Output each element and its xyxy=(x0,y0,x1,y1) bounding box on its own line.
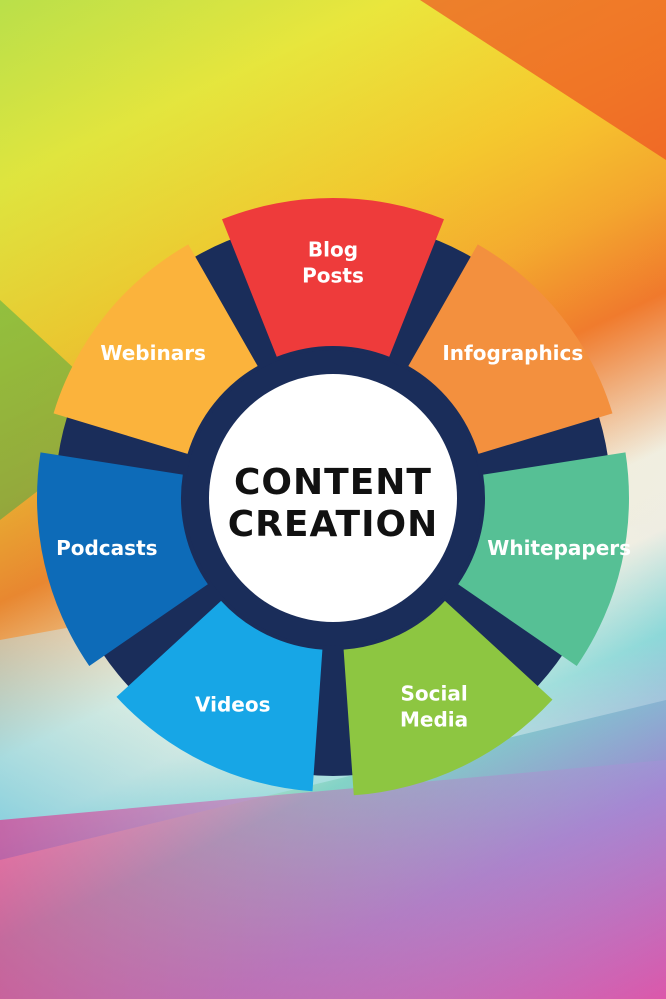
segment-label-4-line1: Videos xyxy=(195,693,271,717)
segment-label-1-line1: Infographics xyxy=(442,341,583,365)
segments-group xyxy=(37,197,629,796)
center-title-line1: CONTENT xyxy=(234,462,432,503)
segment-infographics xyxy=(408,244,613,454)
segment-label-0-line1: Blog xyxy=(308,238,358,262)
hub-circle xyxy=(209,374,457,622)
center-hub: CONTENT CREATION xyxy=(185,350,481,646)
segment-whitepapers xyxy=(458,452,629,666)
segment-label-3-line1: Social xyxy=(400,681,467,705)
segment-webinars xyxy=(53,244,258,454)
segment-social-media xyxy=(343,600,553,796)
segment-label-3-line2: Media xyxy=(400,707,468,731)
segment-labels-group: BlogPostsInfographicsWhitepapersSocialMe… xyxy=(56,238,631,732)
segment-label-2-line1: Whitepapers xyxy=(487,536,631,560)
segment-podcasts xyxy=(37,452,208,666)
segment-label-0-line2: Posts xyxy=(302,264,364,288)
segment-blog-posts xyxy=(222,197,444,357)
segment-videos xyxy=(116,600,323,792)
segment-label-6-line1: Webinars xyxy=(100,341,206,365)
segment-label-5-line1: Podcasts xyxy=(56,536,157,560)
center-title-line2: CREATION xyxy=(228,504,438,545)
